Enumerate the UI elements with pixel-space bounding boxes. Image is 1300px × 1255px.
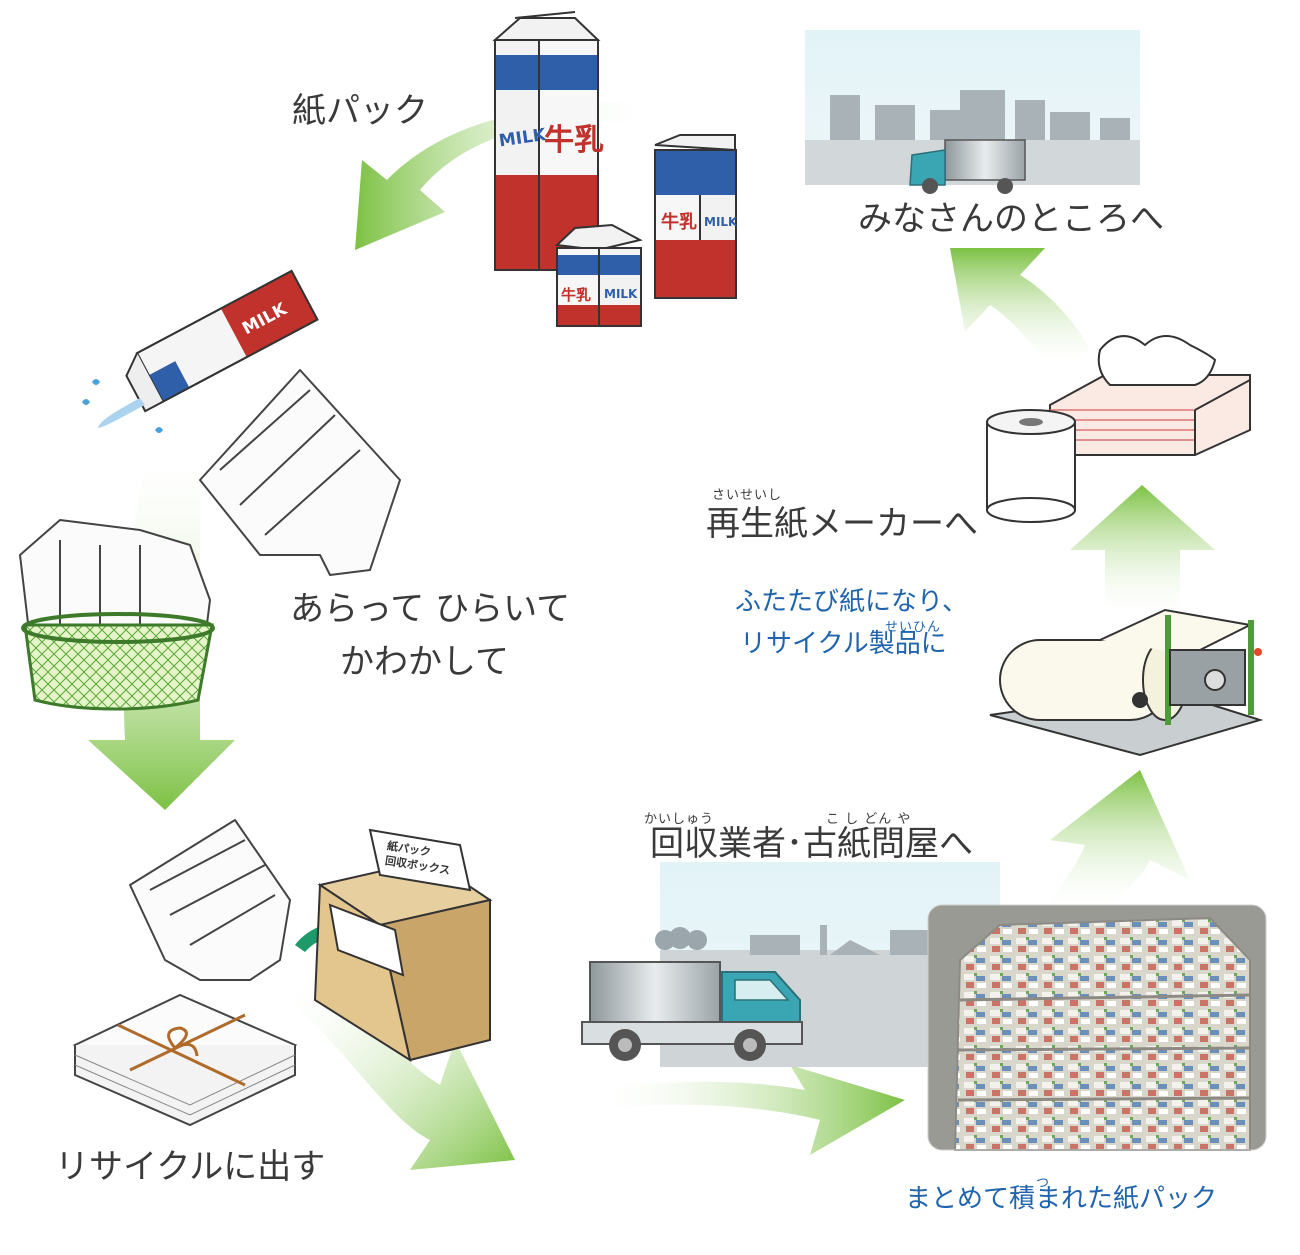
cycle-arrow-right-upper <box>950 248 1090 370</box>
carton-small-milk-text: MILK <box>704 215 738 229</box>
step-label-baled-packs: まとめて積まれた紙パック <box>905 1184 1218 1214</box>
step-label-put-out: リサイクルに出す <box>55 1147 326 1187</box>
cycle-arrow-right-lower <box>1045 770 1190 915</box>
box-sign-line1: 紙パック <box>386 838 432 859</box>
delivery-truck-illustration <box>581 961 803 1061</box>
collection-box-illustration: 紙パック 回収ボックス <box>313 828 493 1063</box>
pouring-carton-illustration: MILK <box>82 269 319 433</box>
milk-cartons-illustration: MILK 牛乳 牛乳 MILK 牛乳 MILK <box>492 11 738 327</box>
baled-packs-photo <box>927 904 1267 1151</box>
step-label-collectors: 回収業者･古紙問屋へ <box>650 824 973 864</box>
ruby-kaishuu: かいしゅう <box>644 812 715 827</box>
ruby-tsu: つ <box>1036 1176 1051 1191</box>
paper-machine-illustration <box>989 608 1264 757</box>
carton-small-gyunyu-text: 牛乳 <box>661 211 697 233</box>
ruby-seihin: せいひん <box>885 620 942 635</box>
opened-cartons-illustration <box>19 369 401 641</box>
step-label-wash-line2: かわかして <box>340 642 509 682</box>
carton-front-gyunyu-text: 牛乳 <box>561 286 591 304</box>
step-label-to-everyone: みなさんのところへ <box>858 199 1164 239</box>
ruby-saiseishi: さいせいし <box>712 488 783 503</box>
step-label-wash-line1: あらって ひらいて <box>290 589 571 629</box>
ruby-koshidonya: こ し どん や <box>826 812 912 827</box>
cycle-arrow-bottom <box>590 1065 905 1155</box>
carton-gyunyu-text: 牛乳 <box>544 123 604 158</box>
cycle-arrow-bottom-left <box>290 975 515 1170</box>
step-label-recycled-line1: ふたたび紙になり、 <box>735 587 968 617</box>
flat-carton-illustration <box>129 819 291 981</box>
step-label-paper-maker: 再生紙メーカーへ <box>706 504 978 544</box>
carton-front-milk-text: MILK <box>604 287 638 301</box>
cycle-arrow-top <box>355 101 655 250</box>
town-scene-illustration <box>805 30 1140 194</box>
tied-bundle-illustration <box>72 993 298 1127</box>
tissue-products-illustration <box>986 335 1251 523</box>
step-label-carton-pack: 紙パック <box>292 91 428 131</box>
cycle-arrow-right-middle <box>1070 485 1215 620</box>
step-label-recycled-line2: リサイクル製品に <box>740 629 947 659</box>
basket-illustration <box>21 612 215 711</box>
